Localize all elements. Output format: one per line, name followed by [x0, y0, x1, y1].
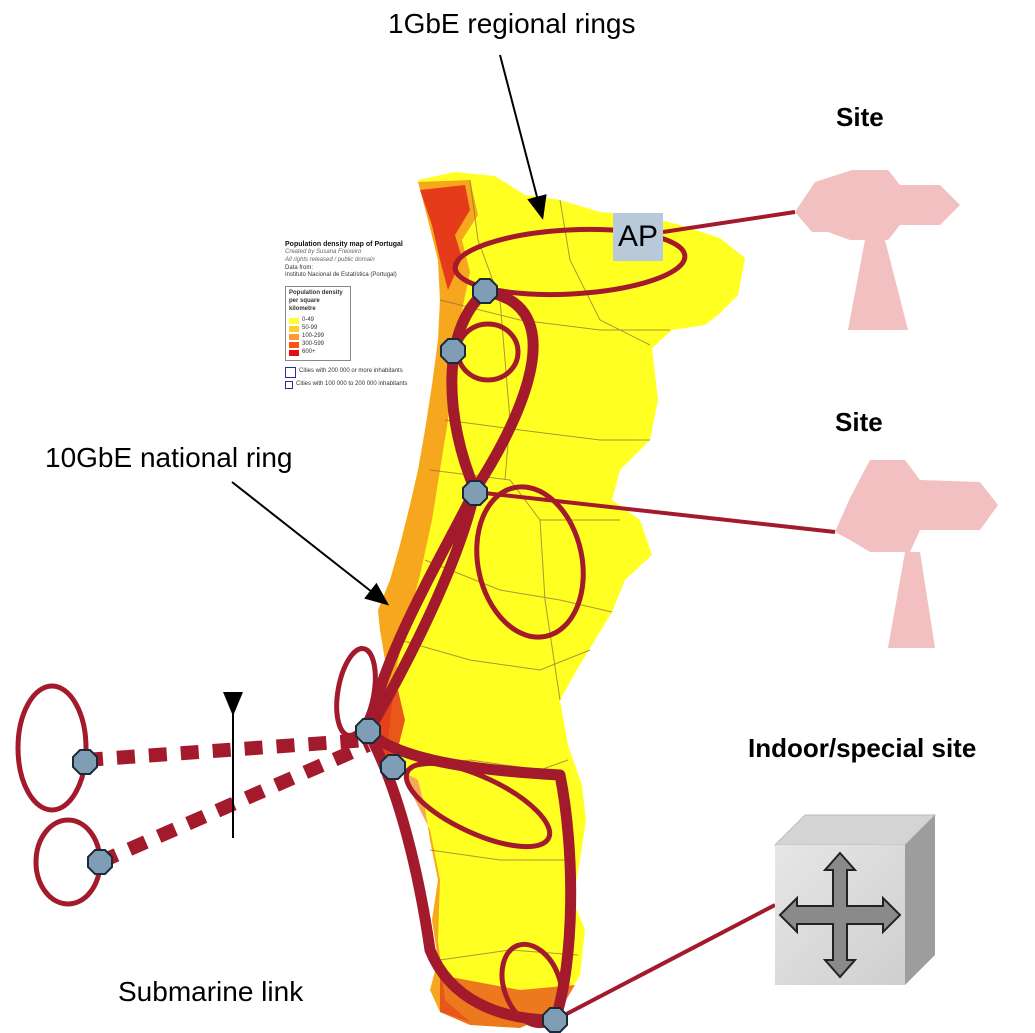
map-legend-source: Instituto Nacional de Estatística (Portu…	[285, 272, 415, 280]
submarine-link-azores	[85, 740, 368, 760]
arrow-national-ring	[232, 482, 386, 603]
legend-class: 100-299	[289, 333, 347, 341]
label-submarine-link: Submarine link	[118, 976, 303, 1008]
router-cube-icon	[775, 815, 935, 985]
node-porto-north[interactable]	[473, 279, 497, 303]
legend-city-medium: Cities with 100 000 to 200 000 inhabitan…	[285, 381, 415, 389]
legend-city-large: Cities with 200 000 or more inhabitants	[285, 367, 415, 378]
map-legend-credit: Created by Susana Freixeiro	[285, 249, 415, 257]
label-national-ring: 10GbE national ring	[45, 442, 293, 474]
site-tower-icon	[835, 460, 998, 648]
link-indoor-site	[555, 905, 775, 1020]
node-coimbra[interactable]	[463, 481, 487, 505]
site-tower-icon	[795, 170, 960, 330]
ap-box: AP	[613, 213, 663, 261]
map-legend: Population density map of Portugal Creat…	[285, 240, 415, 389]
node-azores[interactable]	[73, 750, 97, 774]
link-ap-site	[663, 212, 795, 232]
legend-class: 50-99	[289, 325, 347, 333]
map-legend-data-from: Data from:	[285, 265, 415, 273]
submarine-links	[85, 740, 368, 862]
map-legend-license: All rights released / public domain	[285, 257, 415, 265]
node-algarve[interactable]	[543, 1008, 567, 1032]
label-regional-rings: 1GbE regional rings	[388, 8, 635, 40]
legend-class: 300-599	[289, 341, 347, 349]
node-setubal[interactable]	[381, 755, 405, 779]
node-porto-south[interactable]	[441, 339, 465, 363]
label-site-top: Site	[836, 102, 884, 133]
legend-class: 600+	[289, 349, 347, 357]
label-site-middle: Site	[835, 407, 883, 438]
legend-class: 0-49	[289, 317, 347, 325]
map-legend-density-title: Population density per square kilometre	[289, 290, 347, 313]
map-legend-density-box: Population density per square kilometre …	[285, 286, 351, 360]
map-legend-title: Population density map of Portugal	[285, 240, 415, 249]
label-indoor-site: Indoor/special site	[748, 733, 976, 764]
node-madeira[interactable]	[88, 850, 112, 874]
node-lisbon[interactable]	[356, 719, 380, 743]
island-ring-azores	[18, 686, 86, 810]
